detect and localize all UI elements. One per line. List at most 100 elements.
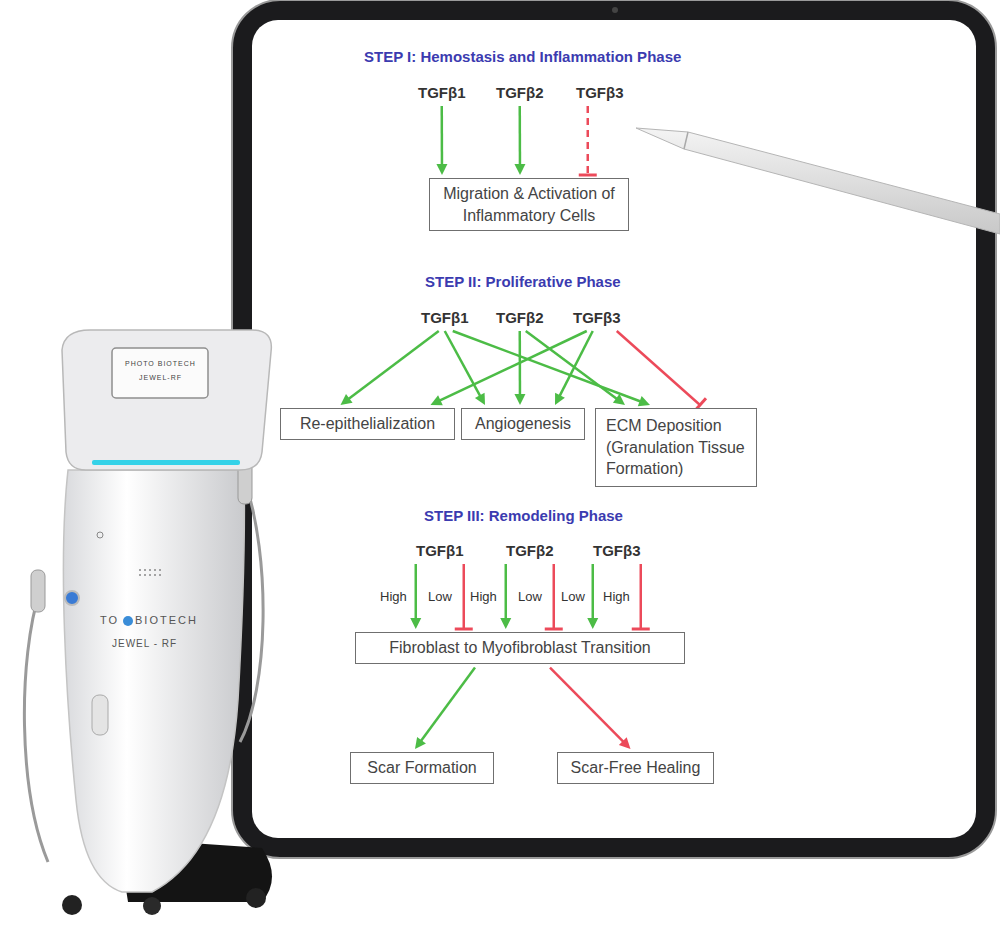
level-label: High	[602, 589, 631, 604]
connector-line	[463, 564, 466, 629]
connector-line	[453, 331, 641, 401]
isoform-name: TGFβ1	[416, 542, 464, 559]
arrow-head	[619, 737, 631, 749]
isoform-name: TGFβ3	[576, 84, 624, 101]
stylus-ring	[684, 132, 688, 149]
device-light-strip	[92, 460, 240, 465]
box-text: Scar Formation	[359, 757, 485, 779]
isoform-name: TGFβ1	[418, 84, 466, 101]
process-box: Angiogenesis	[461, 408, 585, 440]
process-box: Re-epithelialization	[280, 408, 455, 440]
activation-arrow	[415, 668, 475, 749]
connector-line	[441, 106, 444, 165]
activation-arrow	[500, 564, 511, 629]
activation-arrow	[526, 331, 625, 405]
inhibition-bar	[455, 628, 473, 631]
screen-model: JEWEL-RF	[139, 374, 182, 381]
device-wheel	[246, 888, 266, 908]
connector-line	[550, 668, 623, 742]
device-wheel	[143, 897, 161, 915]
isoform-node: TGFβ2	[504, 541, 556, 560]
device-cable	[240, 478, 263, 742]
arrow-head	[587, 618, 598, 629]
arrow-head	[500, 618, 511, 629]
device-body	[63, 470, 244, 892]
inhibition-bar	[545, 628, 563, 631]
connector-line	[421, 668, 475, 741]
isoform-node: TGFβ3	[574, 83, 626, 102]
activation-arrow	[341, 331, 439, 405]
process-box: Scar-Free Healing	[557, 752, 714, 784]
device-model: JEWEL - RF	[112, 638, 177, 649]
arrow-head	[431, 395, 443, 405]
level-label: Low	[560, 589, 586, 604]
activation-arrow	[453, 331, 650, 406]
tablet-screen	[252, 20, 976, 838]
activation-arrow	[410, 564, 421, 629]
activation-arrow	[431, 331, 587, 405]
isoform-node: TGFβ3	[571, 308, 623, 327]
device-slot	[92, 695, 108, 735]
phase-heading: STEP III: Remodeling Phase	[424, 507, 623, 524]
arrow-head	[415, 737, 426, 749]
phase-heading: STEP I: Hemostasis and Inflammation Phas…	[364, 48, 681, 65]
isoform-node: TGFβ1	[414, 541, 466, 560]
process-box: Scar Formation	[350, 752, 494, 784]
connector-line	[592, 564, 595, 619]
arrow-head	[514, 164, 525, 175]
device-handpiece	[31, 570, 45, 612]
device-brand: BIOTECH	[135, 614, 198, 626]
isoform-name: TGFβ2	[506, 542, 554, 559]
device-head	[62, 330, 271, 470]
level-label: Low	[427, 589, 453, 604]
box-text: Fibroblast to Myofibroblast Transition	[364, 637, 676, 659]
inhibition-connector	[632, 564, 650, 629]
device-brand: TO	[100, 614, 119, 626]
activation-arrow	[587, 564, 598, 629]
connector-line	[415, 564, 418, 619]
device-screen	[112, 348, 208, 398]
activation-arrow	[436, 106, 447, 175]
isoform-name: TGFβ2	[496, 309, 544, 326]
connector-line	[440, 331, 587, 401]
level-label: Low	[517, 589, 543, 604]
box-text: Re-epithelialization	[289, 413, 446, 435]
arrow-head	[410, 618, 421, 629]
connector-line	[553, 564, 556, 629]
isoform-name: TGFβ1	[421, 309, 469, 326]
process-box: ECM Deposition (Granulation Tissue Forma…	[595, 408, 757, 487]
activation-arrow	[555, 331, 593, 405]
arrow-head	[341, 394, 353, 405]
power-button	[65, 591, 79, 605]
device-cable	[24, 590, 48, 862]
brand-logo	[123, 616, 133, 626]
inhibition-bar	[579, 174, 597, 177]
process-box: Fibroblast to Myofibroblast Transition	[355, 632, 685, 664]
process-box: Migration & Activation of Inflammatory C…	[429, 178, 629, 231]
box-text: Migration & Activation of Inflammatory C…	[438, 183, 620, 226]
isoform-name: TGFβ3	[593, 542, 641, 559]
tablet-frame	[232, 0, 996, 858]
isoform-name: TGFβ3	[573, 309, 621, 326]
connector-line	[617, 331, 700, 405]
tablet-camera	[612, 7, 618, 13]
device-icon	[97, 532, 103, 538]
device-vent	[139, 569, 161, 576]
arrow-head	[514, 394, 525, 405]
isoform-node: TGFβ2	[494, 308, 546, 327]
device-wheel	[62, 895, 82, 915]
activation-arrow	[550, 668, 631, 749]
isoform-name: TGFβ2	[496, 84, 544, 101]
connector-line	[348, 331, 438, 399]
connector-line	[519, 106, 522, 165]
arrow-head	[613, 394, 625, 405]
phase-heading: STEP II: Proliferative Phase	[425, 273, 621, 290]
inhibition-bar	[632, 628, 650, 631]
level-label: High	[469, 589, 498, 604]
isoform-node: TGFβ1	[419, 308, 471, 327]
connector-line	[445, 331, 480, 396]
isoform-node: TGFβ3	[591, 541, 643, 560]
